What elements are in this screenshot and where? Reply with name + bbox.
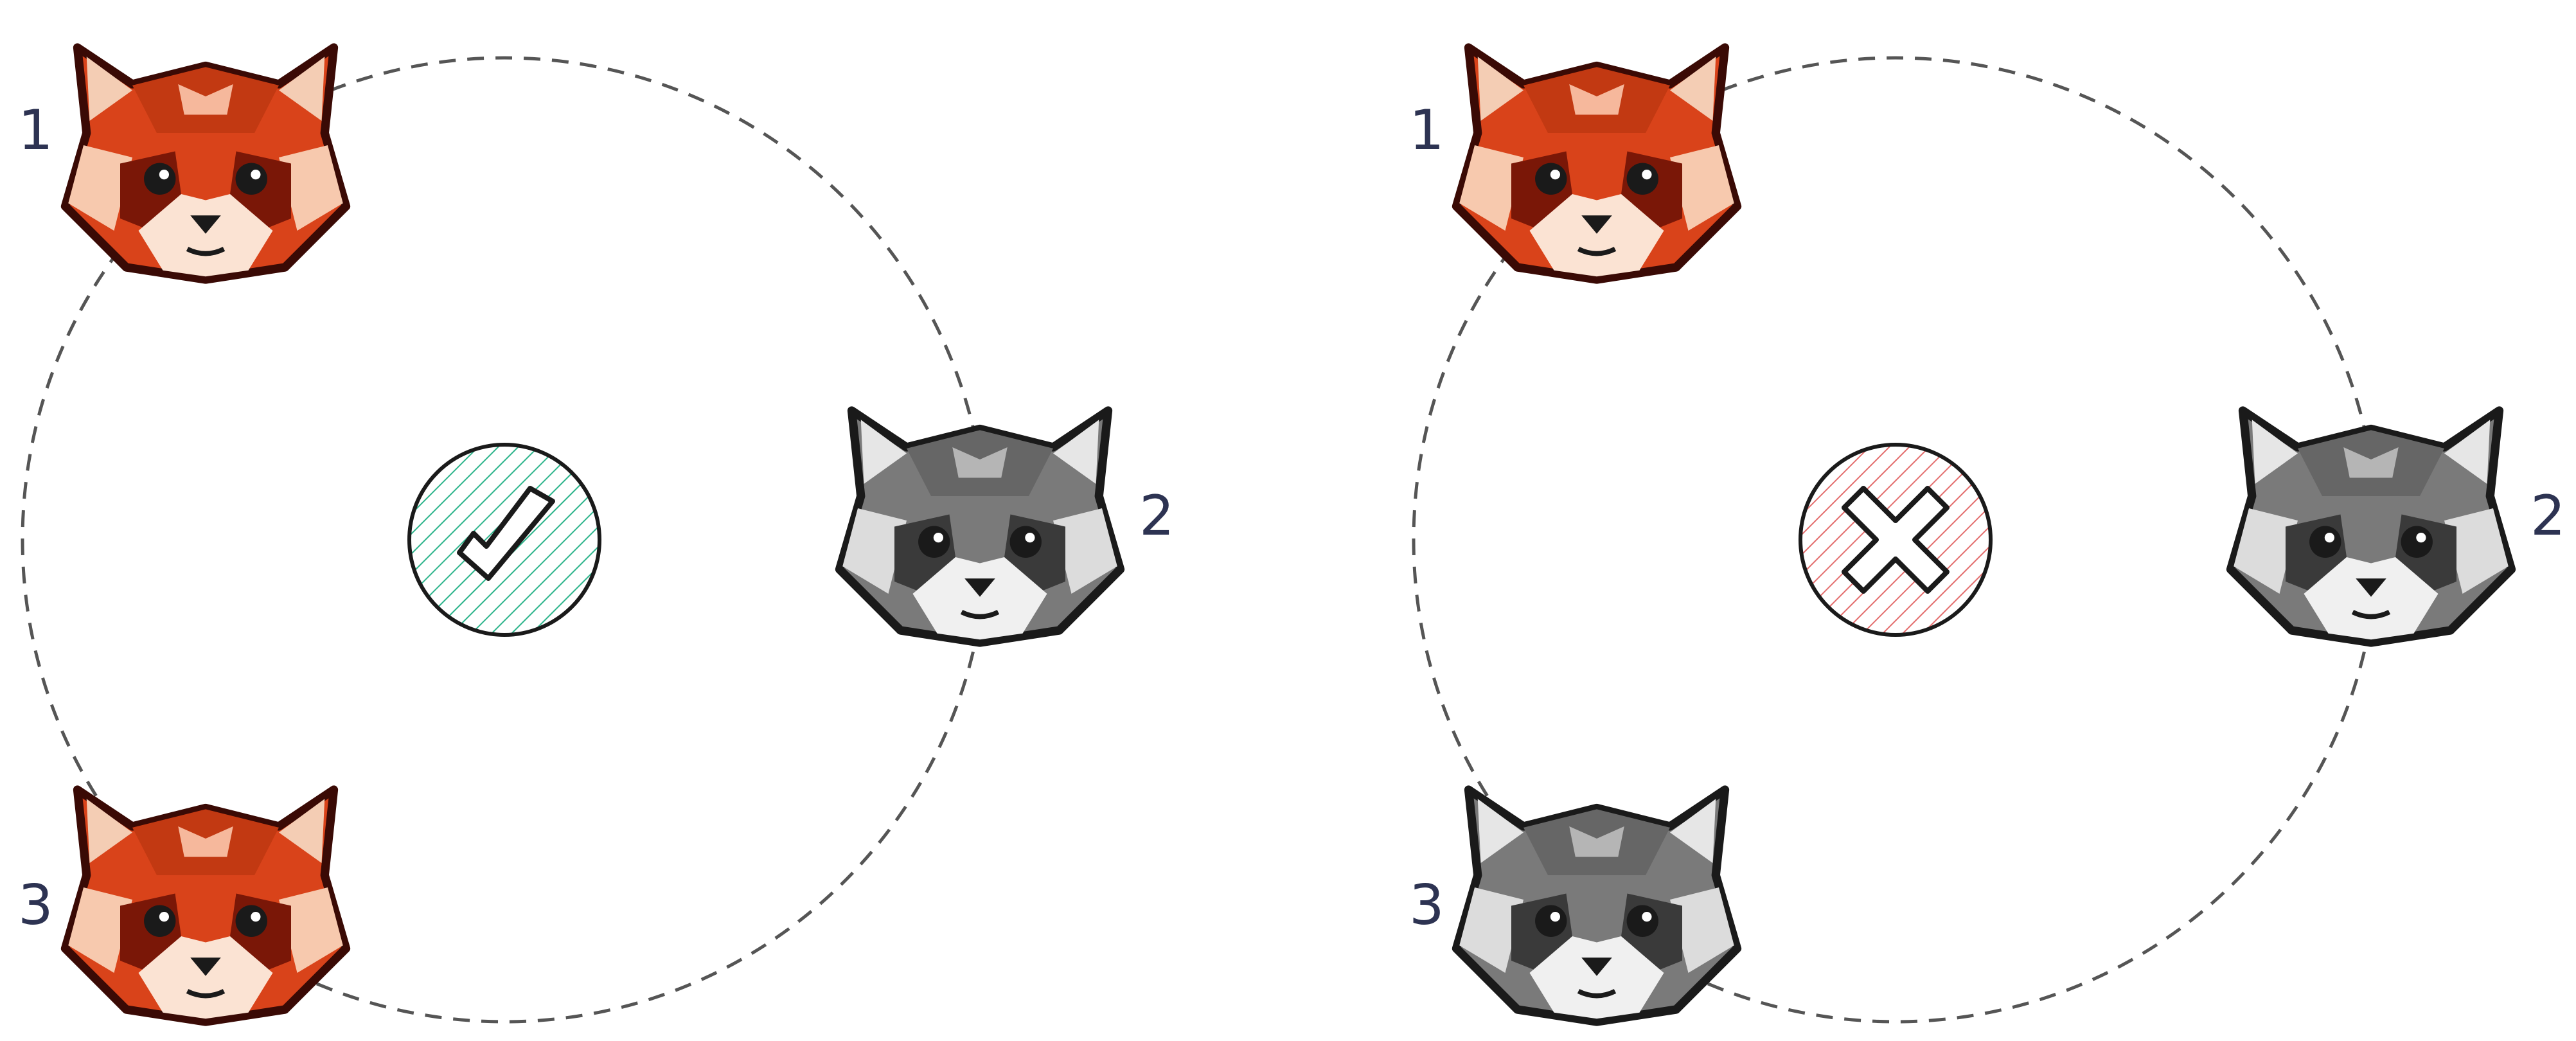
- cross-icon: [1842, 486, 1950, 594]
- node-2-left: [840, 411, 1121, 643]
- diagram-right: 1 2 3: [1409, 48, 2566, 1022]
- status-badge-left: [407, 443, 601, 637]
- node-label-2-right: 2: [2530, 484, 2566, 548]
- node-1-left: [65, 48, 346, 280]
- node-3-left: [65, 790, 346, 1022]
- node-1-right: [1457, 48, 1737, 280]
- node-2-right: [2231, 411, 2512, 643]
- node-label-1-left: 1: [18, 98, 53, 163]
- status-badge-right: [1799, 443, 1993, 637]
- node-label-1-right: 1: [1409, 98, 1444, 163]
- diagram-left: 1 2 3: [18, 48, 1175, 1022]
- check-icon: [457, 486, 555, 581]
- node-label-2-left: 2: [1139, 484, 1175, 548]
- node-3-right: [1457, 790, 1737, 1022]
- node-label-3-right: 3: [1409, 873, 1444, 938]
- node-label-3-left: 3: [18, 873, 53, 938]
